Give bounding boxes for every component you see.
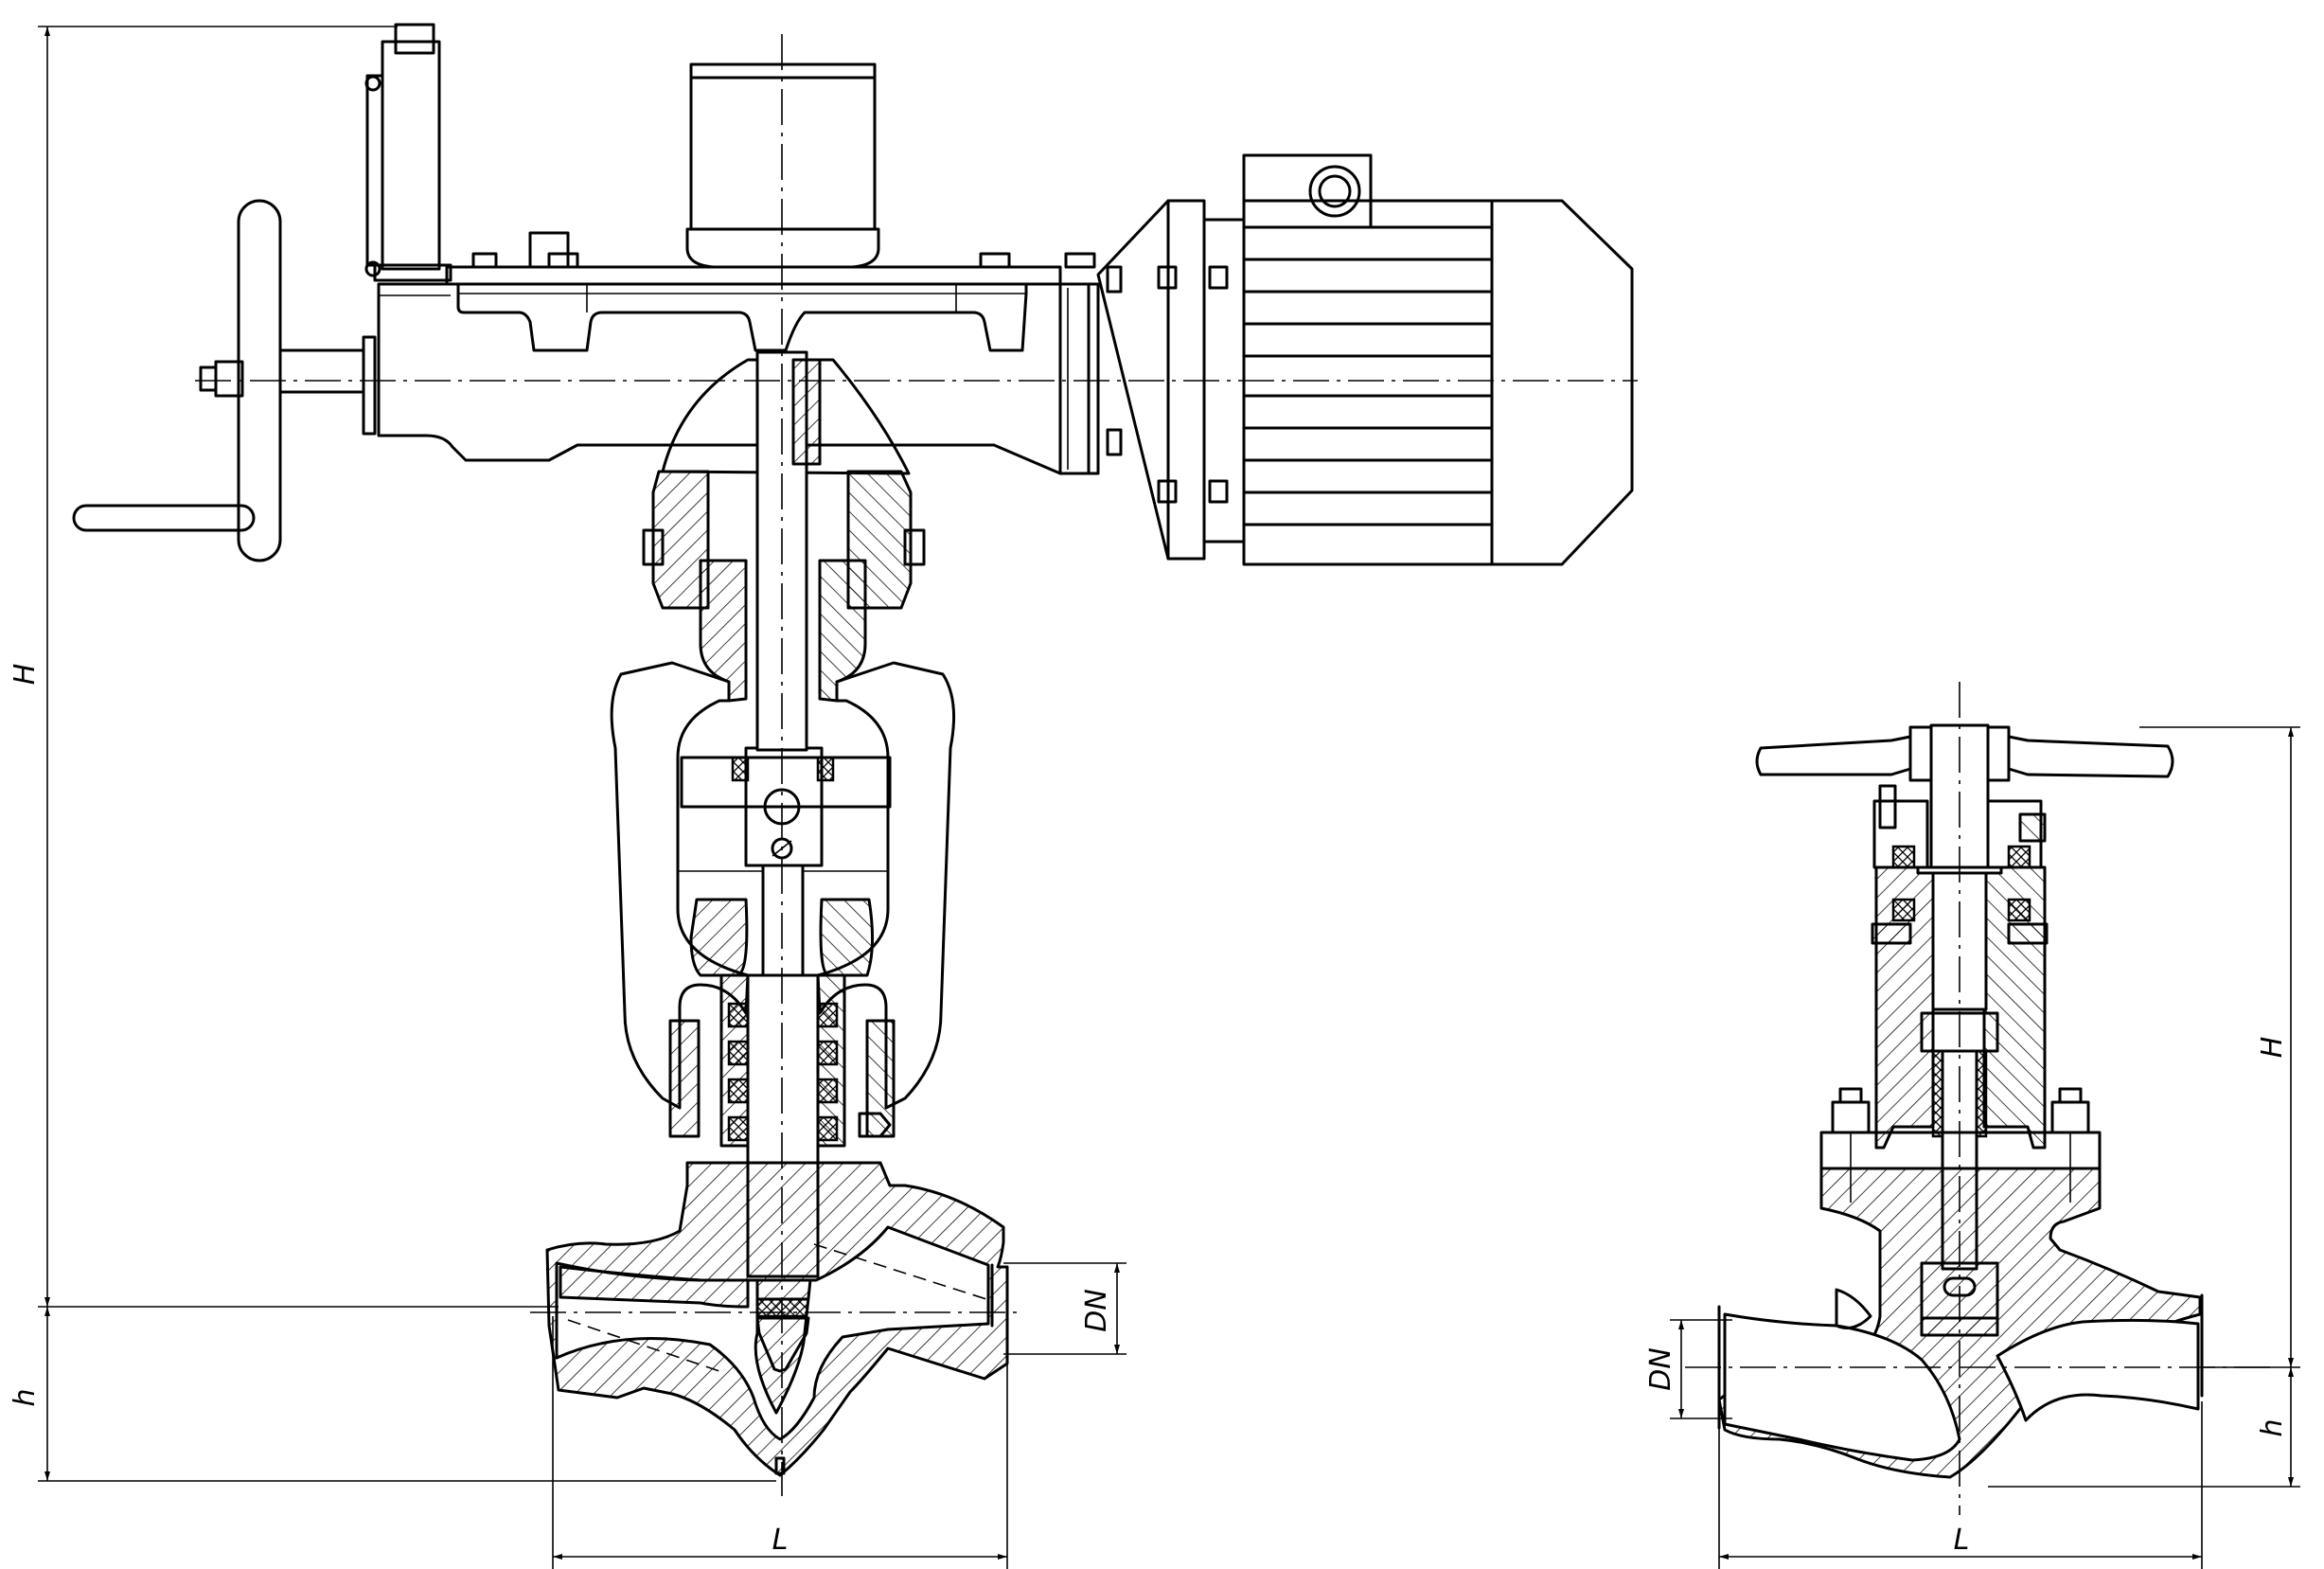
dim-label-DN-left: DN xyxy=(1080,1289,1113,1332)
position-indicator xyxy=(364,23,452,282)
dim-label-h-right: h xyxy=(2256,1418,2289,1436)
gearbox-housing xyxy=(377,231,1100,475)
actuator-cover xyxy=(685,62,880,269)
dim-label-DN-right: DN xyxy=(1644,1347,1677,1391)
electric-motor xyxy=(1096,153,1634,566)
valve-body xyxy=(545,1161,1009,1477)
dim-label-L-right: L xyxy=(1954,1524,1970,1557)
left-dimensions: H h L DN xyxy=(9,26,1127,1569)
dim-label-H-right: H xyxy=(2256,1037,2289,1059)
right-valve-assembly xyxy=(1717,723,2204,1479)
dim-label-L-left: L xyxy=(772,1524,789,1557)
right-dimensions: H h L DN xyxy=(1644,726,2300,1569)
valve-yoke xyxy=(610,358,956,1148)
dim-label-h-left: h xyxy=(9,1388,42,1406)
left-valve-assembly xyxy=(72,23,1638,1496)
dim-label-H-left: H xyxy=(9,664,42,686)
